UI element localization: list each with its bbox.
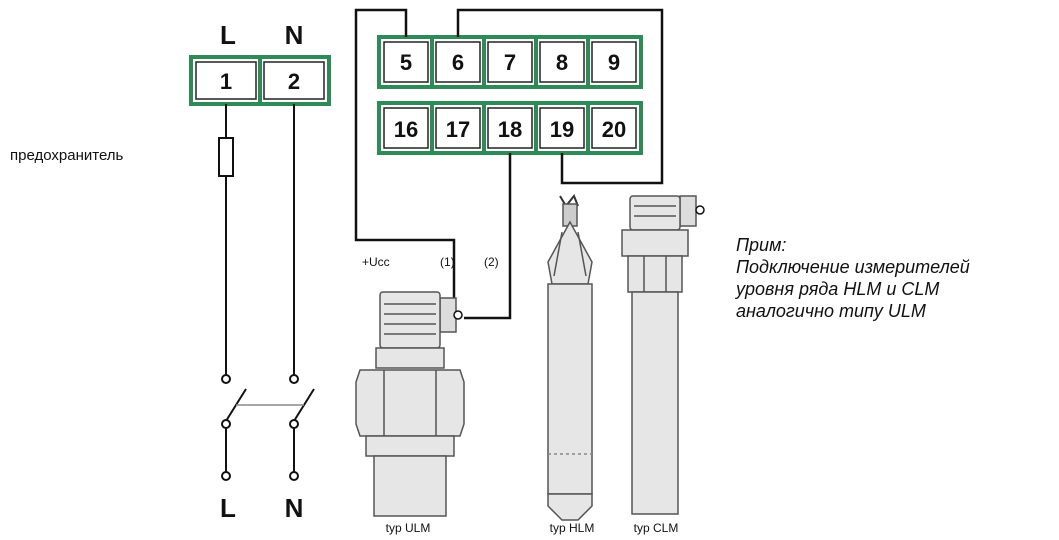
mains-terminal-block: 1 2 [189, 55, 331, 106]
terminal-19: 19 [550, 117, 574, 142]
terminal-block-bottom-row: 16 17 18 19 20 [377, 101, 643, 155]
terminal-6: 6 [452, 50, 464, 75]
wire-terminal-6-to-19 [456, 8, 664, 185]
terminal-8: 8 [556, 50, 568, 75]
terminal-block-top-row: 5 6 7 8 9 [377, 35, 643, 89]
terminal-2: 2 [288, 69, 300, 94]
pole-label-l-bottom: L [220, 493, 236, 523]
note-line-1: Подключение измерителей [736, 257, 970, 277]
sensor-ulm [355, 291, 465, 517]
pole-label-n-top: N [285, 20, 304, 50]
sensor-hlm-label: typ HLM [550, 521, 595, 535]
wire-terminal-18-signal [464, 153, 512, 320]
wire-2-label: (2) [484, 255, 499, 269]
sensor-clm-label: typ CLM [634, 521, 679, 535]
fuse-symbol [218, 137, 234, 177]
wire-terminal-5-ucc [354, 8, 456, 300]
pole-label-n-bottom: N [285, 493, 304, 523]
note-line-2: уровня ряда HLM и CLM [736, 279, 940, 299]
line-l-wire [218, 104, 234, 375]
double-pole-switch [221, 374, 315, 481]
note-block: Прим: Подключение измерителей уровня ряд… [736, 234, 1056, 322]
pole-label-l-top: L [220, 20, 236, 50]
terminal-9: 9 [608, 50, 620, 75]
terminal-18: 18 [498, 117, 522, 142]
sensor-ulm-label: typ ULM [386, 521, 431, 535]
fuse-label: предохранитель [10, 147, 124, 164]
terminal-17: 17 [446, 117, 470, 142]
terminal-1: 1 [220, 69, 232, 94]
note-title: Прим: [736, 235, 787, 255]
terminal-16: 16 [394, 117, 418, 142]
wire-1-label: (1) [440, 255, 455, 269]
terminal-20: 20 [602, 117, 626, 142]
ucc-label: +Ucc [362, 255, 390, 269]
sensor-clm [621, 195, 705, 515]
note-line-3: аналогично типу ULM [736, 301, 926, 321]
terminal-5: 5 [400, 50, 412, 75]
sensor-hlm [547, 194, 593, 521]
terminal-7: 7 [504, 50, 516, 75]
